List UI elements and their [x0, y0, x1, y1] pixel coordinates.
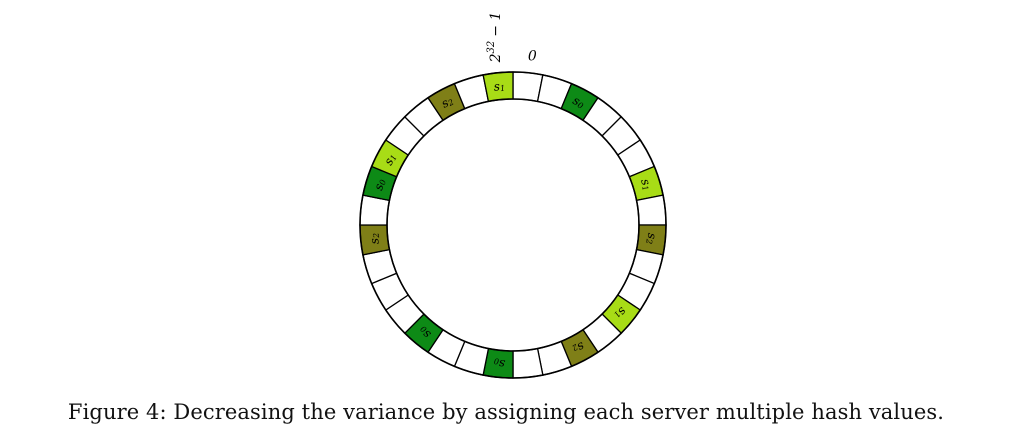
- ring-segment-label-s2: s2: [644, 232, 660, 245]
- hash-ring-outer-edge: [359, 71, 667, 379]
- ring-segment-empty: [512, 347, 544, 379]
- ring-max-tail: − 1: [488, 12, 504, 37]
- ring-start-label: 0: [528, 48, 537, 64]
- figure-caption: Figure 4: Decreasing the variance by ass…: [67, 400, 945, 424]
- ring-segment-empty: [635, 194, 667, 226]
- ring-segment-label-s2: s2: [366, 232, 382, 245]
- ring-segment-label-s1: s1: [493, 78, 506, 94]
- ring-max-base: 2: [488, 53, 504, 63]
- ring-segment-label-s1: s1: [638, 177, 655, 192]
- hash-ring-inner-edge: [386, 98, 640, 352]
- ring-segment-label-s0: s0: [371, 177, 388, 192]
- ring-segment-label-s0: s0: [493, 356, 506, 372]
- ring-max-label: 232 − 1: [486, 12, 504, 64]
- ring-max-exponent: 32: [486, 41, 497, 54]
